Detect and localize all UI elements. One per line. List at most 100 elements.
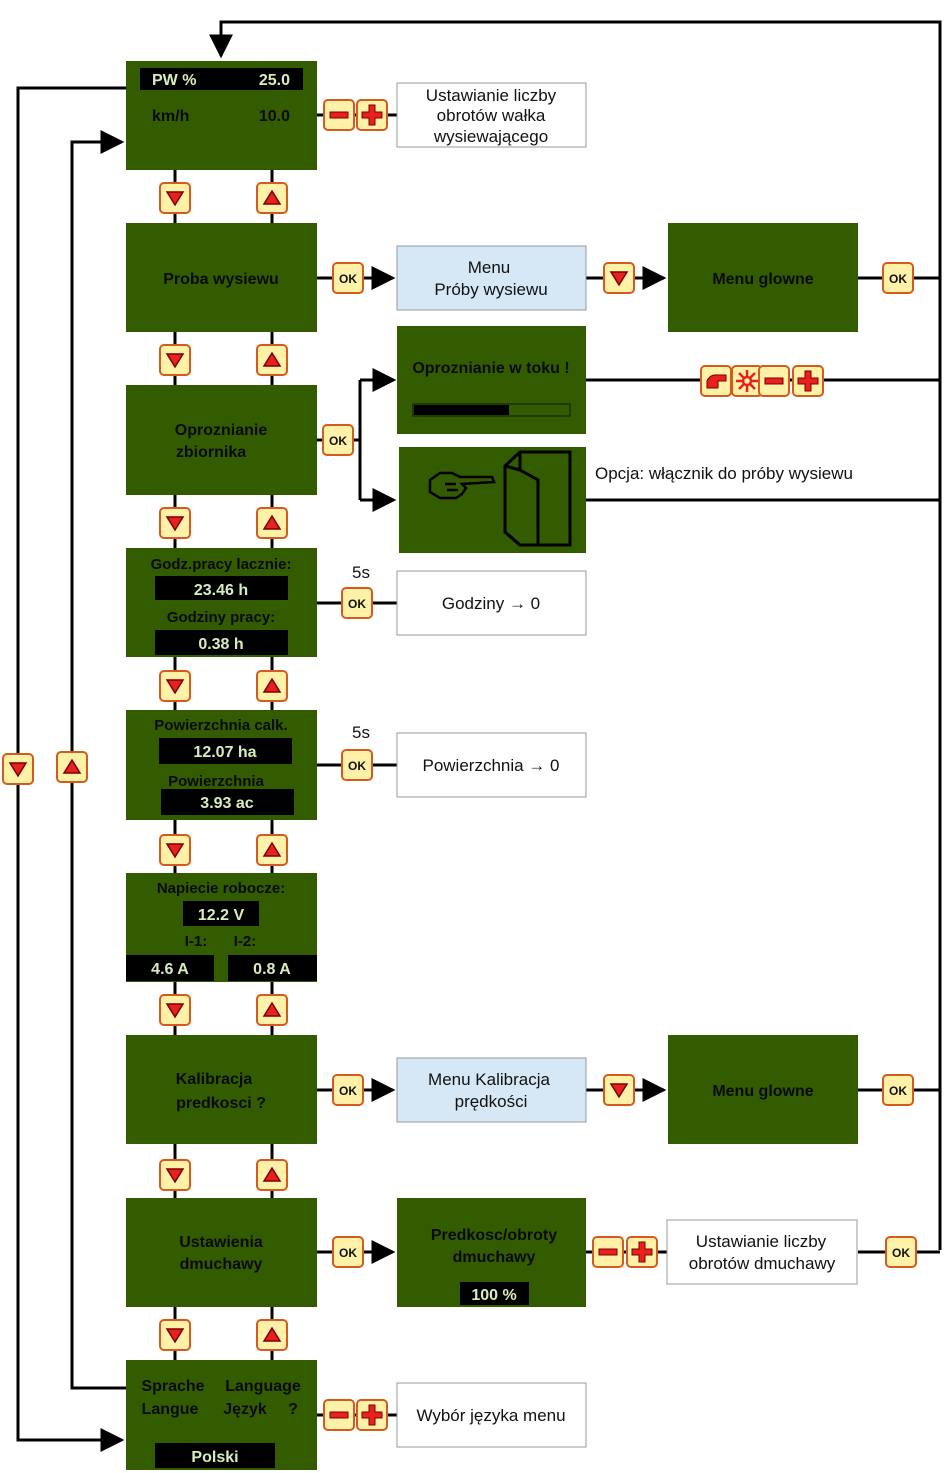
plus-button[interactable] (626, 1236, 658, 1268)
up-triangle-icon (262, 351, 282, 367)
hours-total-value: 23.46 h (194, 582, 248, 599)
blower-button[interactable] (700, 365, 732, 397)
down-arrow-button[interactable] (159, 1319, 191, 1351)
voltage-value: 12.2 V (198, 907, 245, 924)
up-arrow-button[interactable] (256, 994, 288, 1026)
ok-button-hours[interactable]: OK (341, 587, 373, 619)
down-arrow-button[interactable] (603, 1074, 635, 1106)
minus-icon (329, 111, 349, 119)
note-proba-menu-line1: Menu (468, 258, 511, 277)
current-1-label: I-1: (185, 933, 208, 950)
ok-label: OK (339, 1246, 357, 1260)
down-triangle-icon (165, 1003, 185, 1019)
ok-button-blower-confirm[interactable]: OK (885, 1236, 917, 1268)
screen-voltage[interactable]: Napiecie robocze: 12.2 V I-1: I-2: 4.6 A… (126, 873, 317, 982)
up-triangle-icon (262, 1326, 282, 1342)
screen-oproznianie-w-toku: Oproznianie w toku ! (397, 326, 586, 434)
note-seed-rate-line1: Ustawianie liczby (426, 86, 557, 105)
down-arrow-button[interactable] (603, 262, 635, 294)
note-kalibracja-menu: Menu Kalibracja prędkości (396, 1057, 587, 1123)
ok-label: OK (892, 1246, 910, 1260)
screen-blower-speed: Predkosc/obroty dmuchawy 100 % (397, 1198, 586, 1307)
down-arrow-button[interactable] (159, 182, 191, 214)
up-arrow-button[interactable] (256, 507, 288, 539)
buttons-layer: OK OK OK OK OK OK OK OK (2, 99, 917, 1431)
screen-kalibracja-predkosci[interactable]: Kalibracja predkosci ? (126, 1035, 317, 1144)
down-arrow-button[interactable] (159, 834, 191, 866)
screen-area[interactable]: Powierzchnia calk. 12.07 ha Powierzchnia… (126, 710, 317, 820)
screen-ustawienia-dmuchawy[interactable]: Ustawienia dmuchawy (126, 1198, 317, 1307)
kalibracja-line2: predkosci ? (176, 1095, 266, 1112)
progress-bar-track (412, 403, 571, 417)
minus-button[interactable] (323, 1399, 355, 1431)
up-arrow-button[interactable] (256, 344, 288, 376)
ok-label: OK (348, 759, 366, 773)
down-arrow-button[interactable] (159, 344, 191, 376)
down-arrow-button[interactable] (159, 1159, 191, 1191)
ok-button-menu-glowne-2[interactable]: OK (882, 1074, 914, 1106)
note-area-reset: Powierzchnia → 0 (396, 732, 587, 798)
language-word-jezyk: Język (223, 1401, 267, 1418)
screen-proba-wysiewu[interactable]: Proba wysiewu (126, 223, 317, 332)
language-word-sprache: Sprache (141, 1378, 204, 1395)
loop-up-arrow-button[interactable] (56, 751, 88, 783)
area-trip-label: Powierzchnia (168, 773, 265, 790)
up-triangle-icon (262, 1001, 282, 1017)
down-triangle-icon (165, 191, 185, 207)
plus-button[interactable] (356, 99, 388, 131)
seed-drive-button[interactable] (731, 365, 763, 397)
down-arrow-button[interactable] (159, 507, 191, 539)
language-word-langue: Langue (142, 1401, 199, 1418)
minus-button[interactable] (592, 1236, 624, 1268)
minus-icon (329, 1411, 349, 1419)
plus-button[interactable] (792, 365, 824, 397)
up-triangle-icon (262, 514, 282, 530)
plus-icon (631, 1241, 653, 1263)
up-arrow-button[interactable] (256, 1319, 288, 1351)
ok-button-oproznianie[interactable]: OK (322, 424, 354, 456)
plus-icon (361, 104, 383, 126)
minus-button[interactable] (758, 365, 790, 397)
up-arrow-button[interactable] (256, 182, 288, 214)
main-speed-label: km/h (152, 108, 189, 125)
ok-label: OK (339, 1084, 357, 1098)
note-kalibracja-menu-line1: Menu Kalibracja (428, 1070, 550, 1089)
language-word-language: Language (225, 1378, 301, 1395)
screen-hours[interactable]: Godz.pracy lacznie: 23.46 h Godziny prac… (126, 548, 317, 657)
up-arrow-button[interactable] (256, 834, 288, 866)
down-triangle-icon (609, 1083, 629, 1099)
note-language-select: Wybór języka menu (396, 1382, 587, 1448)
main-pw-label: PW % (152, 72, 196, 89)
plus-button[interactable] (356, 1399, 388, 1431)
up-triangle-icon (262, 1166, 282, 1182)
ok-button-menu-glowne-1[interactable]: OK (882, 262, 914, 294)
note-hours-reset: Godziny → 0 (396, 570, 587, 636)
hours-trip-value: 0.38 h (198, 636, 243, 653)
note-proba-menu: Menu Próby wysiewu (396, 245, 587, 311)
note-seed-rate-line3: wysiewającego (433, 127, 548, 146)
plus-icon (361, 1404, 383, 1426)
ok-button-proba[interactable]: OK (332, 262, 364, 294)
voltage-label: Napiecie robocze: (157, 880, 285, 897)
down-arrow-button[interactable] (159, 994, 191, 1026)
down-triangle-icon (165, 353, 185, 369)
note-hours-reset-text: Godziny → 0 (442, 594, 540, 613)
area-total-label: Powierzchnia calk. (154, 717, 287, 734)
screen-oproznianie-zbiornika[interactable]: Oproznianie zbiornika (126, 385, 317, 495)
ok-button-kalibracja[interactable]: OK (332, 1074, 364, 1106)
up-arrow-button[interactable] (256, 670, 288, 702)
loop-down-arrow-button[interactable] (2, 753, 34, 785)
hours-total-label: Godz.pracy lacznie: (151, 556, 292, 573)
screen-language[interactable]: Sprache Language Langue Język ? Polski (126, 1360, 317, 1470)
minus-button[interactable] (323, 99, 355, 131)
screen-main[interactable]: PW % 25.0 km/h 10.0 (126, 61, 317, 170)
plus-icon (797, 370, 819, 392)
ok-button-area[interactable]: OK (341, 749, 373, 781)
progress-bar-fill (414, 405, 509, 415)
down-arrow-button[interactable] (159, 670, 191, 702)
note-seed-rate: Ustawianie liczby obrotów wałka wysiewaj… (396, 82, 587, 148)
main-speed-value: 10.0 (259, 108, 290, 125)
up-arrow-button[interactable] (256, 1159, 288, 1191)
ok-button-dmuchawy[interactable]: OK (332, 1236, 364, 1268)
